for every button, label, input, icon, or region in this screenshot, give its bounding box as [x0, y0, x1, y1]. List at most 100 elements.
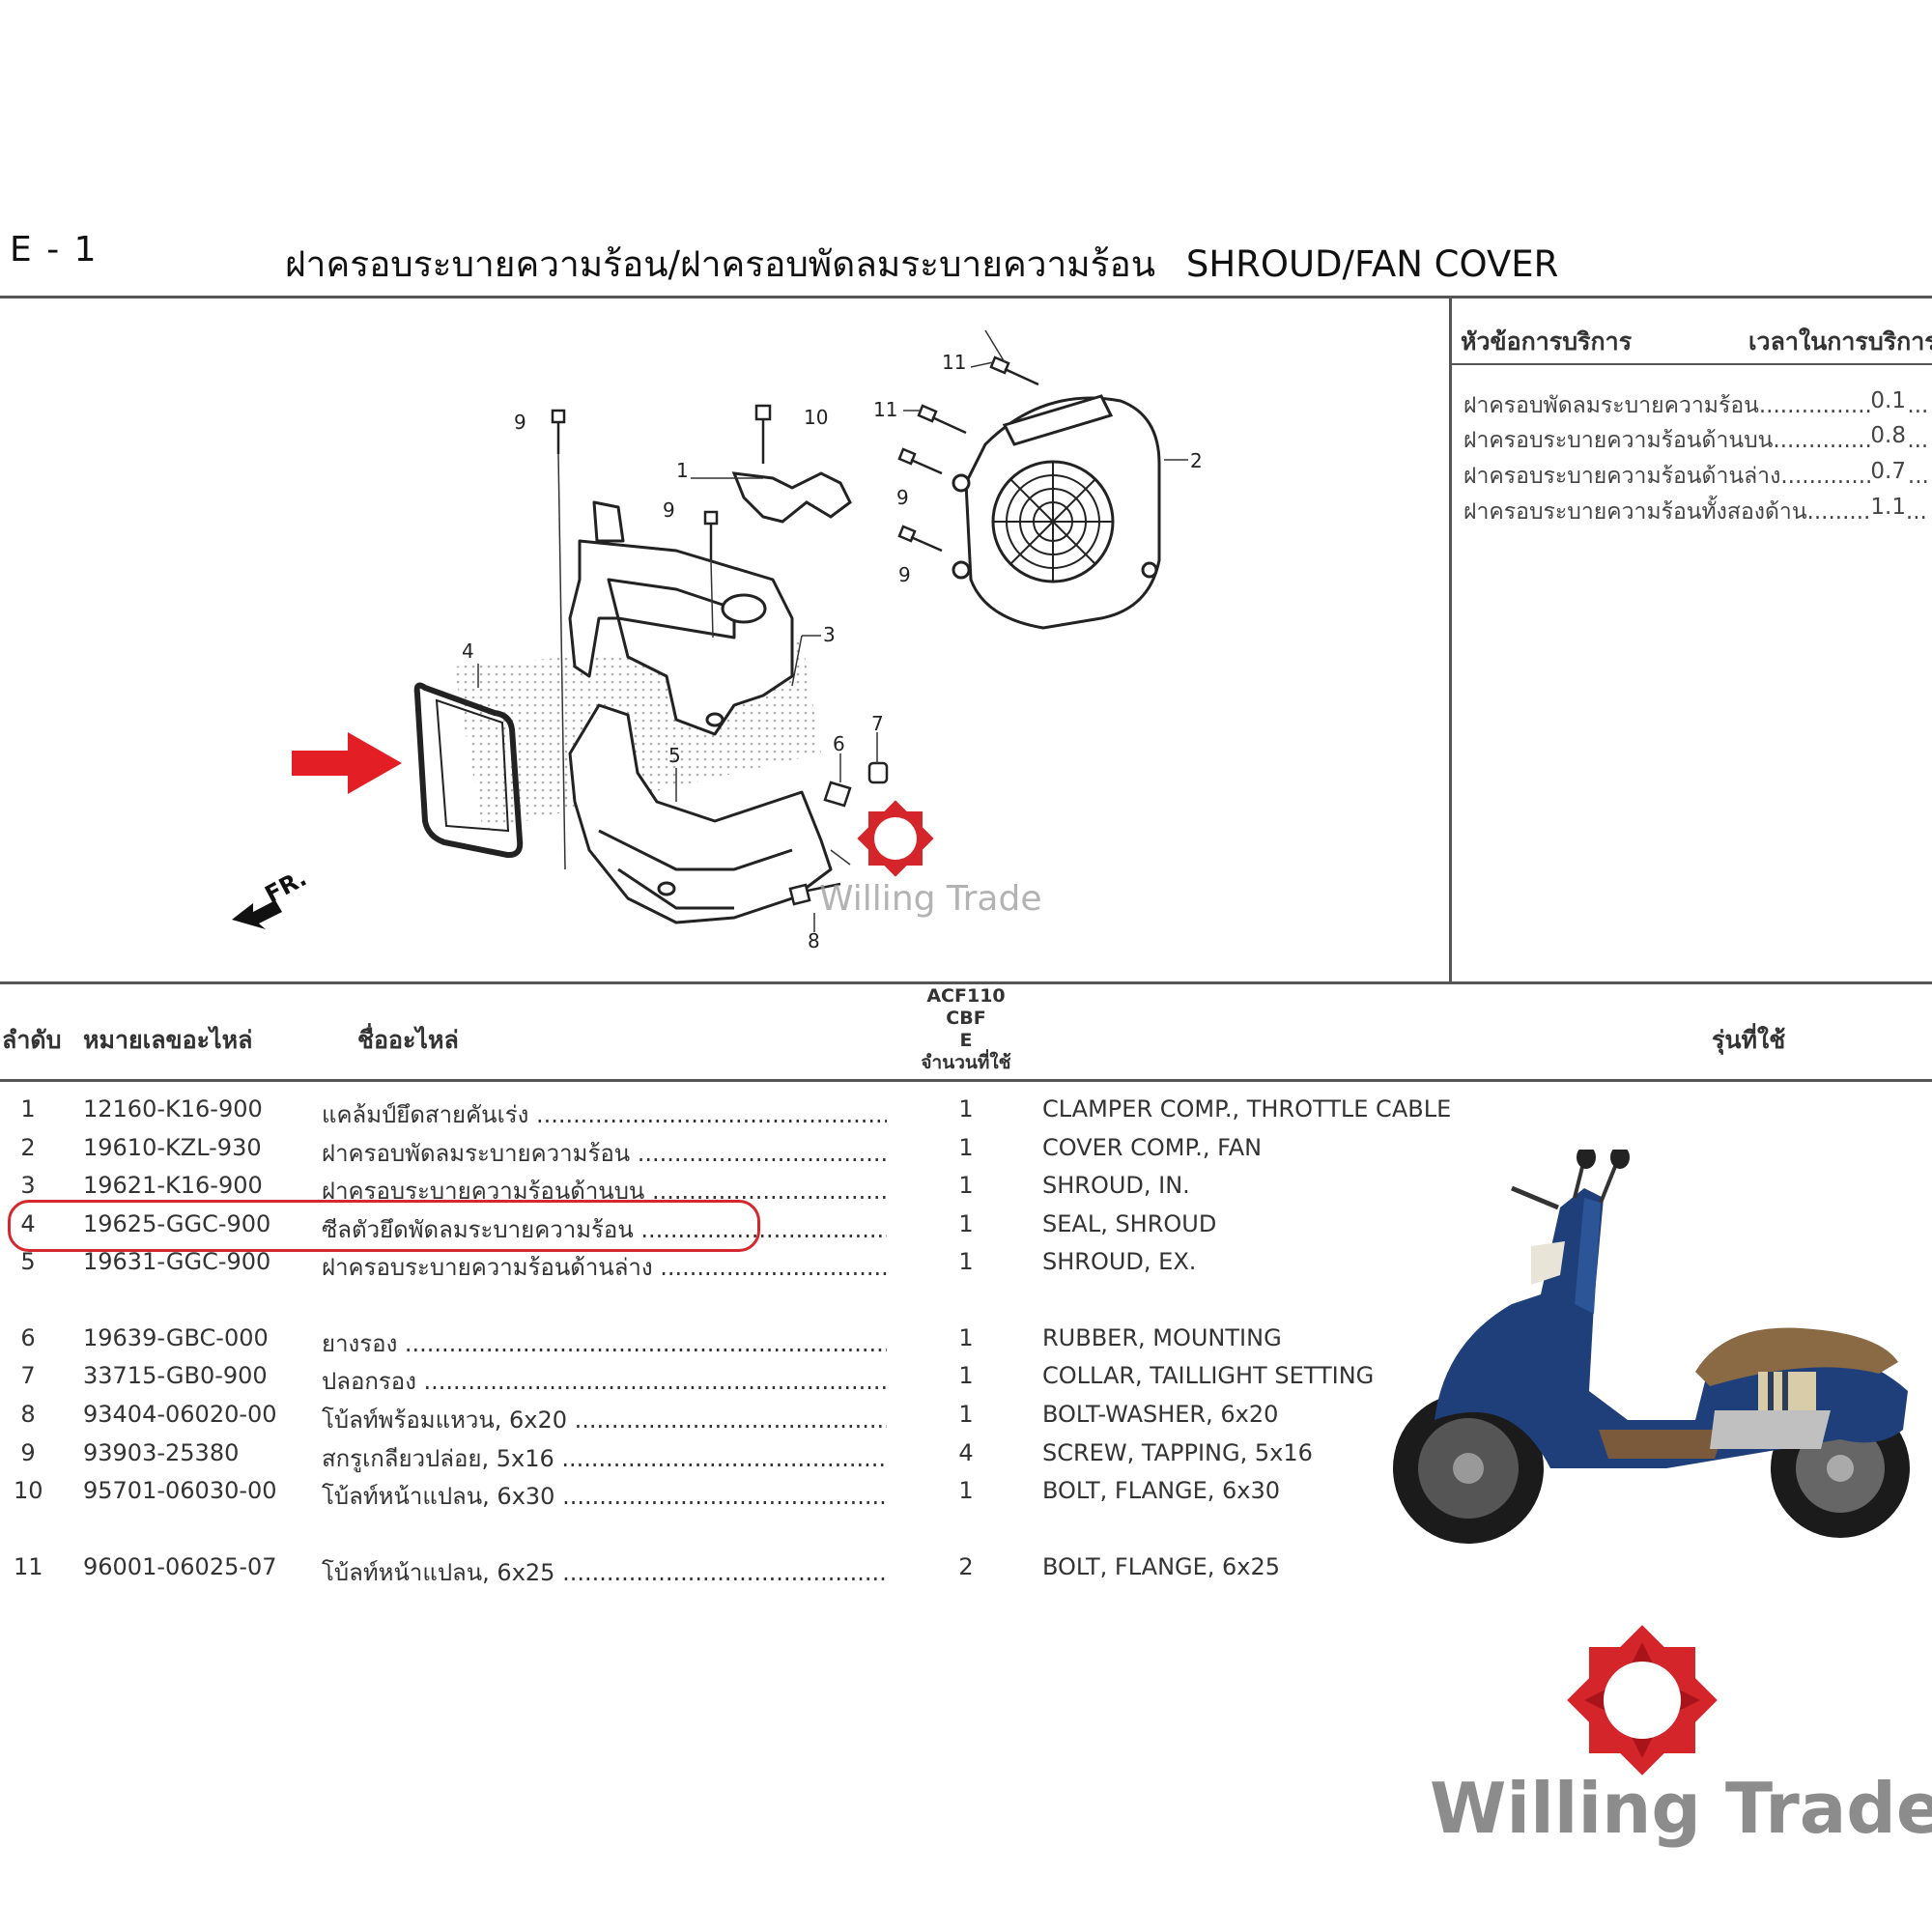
callout-5: 5 [668, 744, 681, 767]
service-topic-label: หัวข้อการบริการ [1461, 327, 1633, 355]
callout-3: 3 [823, 623, 836, 646]
row-name-th: โบ้ลท์พร้อมแหวน, 6x20 ..................… [322, 1406, 887, 1434]
col-header-qty: ACF110 CBF E จำนวนที่ใช้ [898, 985, 1034, 1074]
service-time-label: เวลาในการบริการ [1748, 327, 1932, 355]
row-quantity: 1 [958, 1401, 974, 1428]
panel-divider [1449, 296, 1452, 983]
callout-10: 10 [804, 406, 829, 429]
brand-logo-text: Willing Trade [1430, 1768, 1932, 1849]
callout-9a: 9 [514, 411, 526, 434]
col-header-name: ชื่ออะไหล่ [357, 1026, 459, 1054]
page-title-en: SHROUD/FAN COVER [1185, 243, 1559, 285]
callout-8: 8 [808, 929, 820, 952]
row-quantity: 1 [958, 1095, 974, 1122]
row-name-th: ฝาครอบพัดลมระบายความร้อน ...............… [322, 1140, 887, 1167]
row-name-th: ซีลตัวยึดพัดลมระบายความร้อน ............… [322, 1216, 887, 1243]
row-name-en: COVER COMP., FAN [1042, 1134, 1263, 1161]
brand-logo-icon [1567, 1625, 1718, 1776]
seal-shroud-part [413, 682, 524, 859]
row-part-number: 33715-GB0-900 [83, 1362, 268, 1389]
table-row: 1 12160-K16-900 แคล้มป์ยึดสายคันเร่ง .....… [0, 1095, 1452, 1134]
row-part-number: 12160-K16-900 [83, 1095, 263, 1122]
row-quantity: 1 [958, 1362, 974, 1389]
row-quantity: 1 [958, 1477, 974, 1504]
watermark-text: Willing Trade [819, 879, 1041, 919]
row-part-number: 19621-K16-900 [83, 1172, 263, 1199]
model-line: จำนวนที่ใช้ [921, 1052, 1011, 1073]
row-part-number: 19625-GGC-900 [83, 1210, 271, 1237]
row-name-th: ปลอกรอง ................................… [322, 1368, 887, 1395]
row-quantity: 1 [958, 1172, 974, 1199]
clamper-part [731, 471, 852, 524]
model-line: ACF110 [926, 985, 1006, 1007]
service-item-name: ฝาครอบระบายความร้อนด้านล่าง.............… [1463, 464, 1927, 489]
row-part-number: 19639-GBC-000 [83, 1324, 269, 1351]
callout-9b: 9 [663, 498, 675, 522]
service-item: ฝาครอบระบายความร้อนทั้งสองด้าน..........… [1463, 495, 1927, 529]
row-quantity: 1 [958, 1324, 974, 1351]
table-top-divider [0, 981, 1932, 984]
page-title: ฝาครอบระบายความร้อน/ฝาครอบพัดลมระบายความ… [285, 236, 1558, 293]
row-number: 11 [14, 1553, 43, 1580]
row-name-th: ฝาครอบระบายความร้อนด้านล่าง ............… [322, 1254, 887, 1281]
callout-4: 4 [462, 639, 474, 663]
row-quantity: 1 [958, 1210, 974, 1237]
row-number: 5 [20, 1248, 36, 1275]
shroud-ex-part [568, 703, 833, 924]
row-name-en: BOLT, FLANGE, 6x30 [1042, 1477, 1281, 1504]
row-name-en: SCREW, TAPPING, 5x16 [1042, 1439, 1313, 1466]
row-name-th: โบ้ลท์หน้าแปลน, 6x25 ...................… [322, 1559, 887, 1586]
service-head-divider [1452, 363, 1932, 365]
service-item: ฝาครอบระบายความร้อนด้านล่าง.............… [1463, 459, 1927, 494]
service-item-time: 0.1 [1870, 388, 1906, 413]
service-item-time: 0.7 [1870, 459, 1906, 484]
row-name-en: RUBBER, MOUNTING [1042, 1324, 1282, 1351]
service-item: ฝาครอบระบายความร้อนด้านบน...............… [1463, 423, 1927, 458]
service-item-name: ฝาครอบพัดลมระบายความร้อน................… [1463, 393, 1927, 418]
shroud-in-part [568, 500, 794, 736]
table-row: 6 19639-GBC-000 ยางรอง ...................… [0, 1324, 1449, 1363]
page-title-th: ฝาครอบระบายความร้อน/ฝาครอบพัดลมระบายความ… [285, 243, 1156, 285]
service-item: ฝาครอบพัดลมระบายความร้อน................… [1463, 388, 1927, 423]
row-quantity: 1 [958, 1134, 974, 1161]
callout-7: 7 [871, 712, 884, 735]
watermark-logo [857, 800, 934, 877]
callout-11a: 11 [942, 351, 967, 374]
row-part-number: 96001-06025-07 [83, 1553, 277, 1580]
callout-9c: 9 [896, 486, 909, 509]
front-direction-label: FR. [261, 865, 311, 909]
fan-cover-part [952, 394, 1161, 630]
col-header-models: รุ่นที่ใช้ [1712, 1026, 1786, 1054]
row-number: 6 [20, 1324, 36, 1351]
front-direction-icon: FR. [232, 865, 311, 929]
row-name-en: COLLAR, TAILLIGHT SETTING [1042, 1362, 1375, 1389]
service-item-name: ฝาครอบระบายความร้อนทั้งสองด้าน..........… [1463, 499, 1927, 525]
table-row: 9 93903-25380 สกรูเกลียวปล่อย, 5x16 ......… [0, 1439, 1449, 1478]
service-item-name: ฝาครอบระบายความร้อนด้านบน...............… [1463, 428, 1927, 453]
row-number: 10 [14, 1477, 43, 1504]
row-name-en: BOLT-WASHER, 6x20 [1042, 1401, 1279, 1428]
service-item-time: 0.8 [1870, 423, 1906, 448]
row-name-th: ยางรอง .................................… [322, 1330, 887, 1357]
row-name-th: แคล้มป์ยึดสายคันเร่ง ...................… [322, 1101, 887, 1128]
callout-11b: 11 [873, 398, 898, 421]
row-quantity: 2 [958, 1553, 974, 1580]
row-name-en: SHROUD, EX. [1042, 1248, 1197, 1275]
row-part-number: 19631-GGC-900 [83, 1248, 271, 1275]
row-number: 1 [20, 1095, 36, 1122]
header-divider [0, 296, 1932, 298]
col-header-no: ลำดับ [2, 1026, 62, 1054]
row-part-number: 95701-06030-00 [83, 1477, 277, 1504]
row-name-en: CLAMPER COMP., THROTTLE CABLE [1042, 1095, 1452, 1122]
row-name-th: สกรูเกลียวปล่อย, 5x16 ..................… [322, 1445, 887, 1472]
row-number: 9 [20, 1439, 36, 1466]
col-header-part-no: หมายเลขอะไหล่ [83, 1026, 253, 1054]
table-row: 11 96001-06025-07 โบ้ลท์หน้าแปลน, 6x25 ...… [0, 1553, 1449, 1592]
row-part-number: 93903-25380 [83, 1439, 240, 1466]
callout-1: 1 [676, 459, 689, 482]
